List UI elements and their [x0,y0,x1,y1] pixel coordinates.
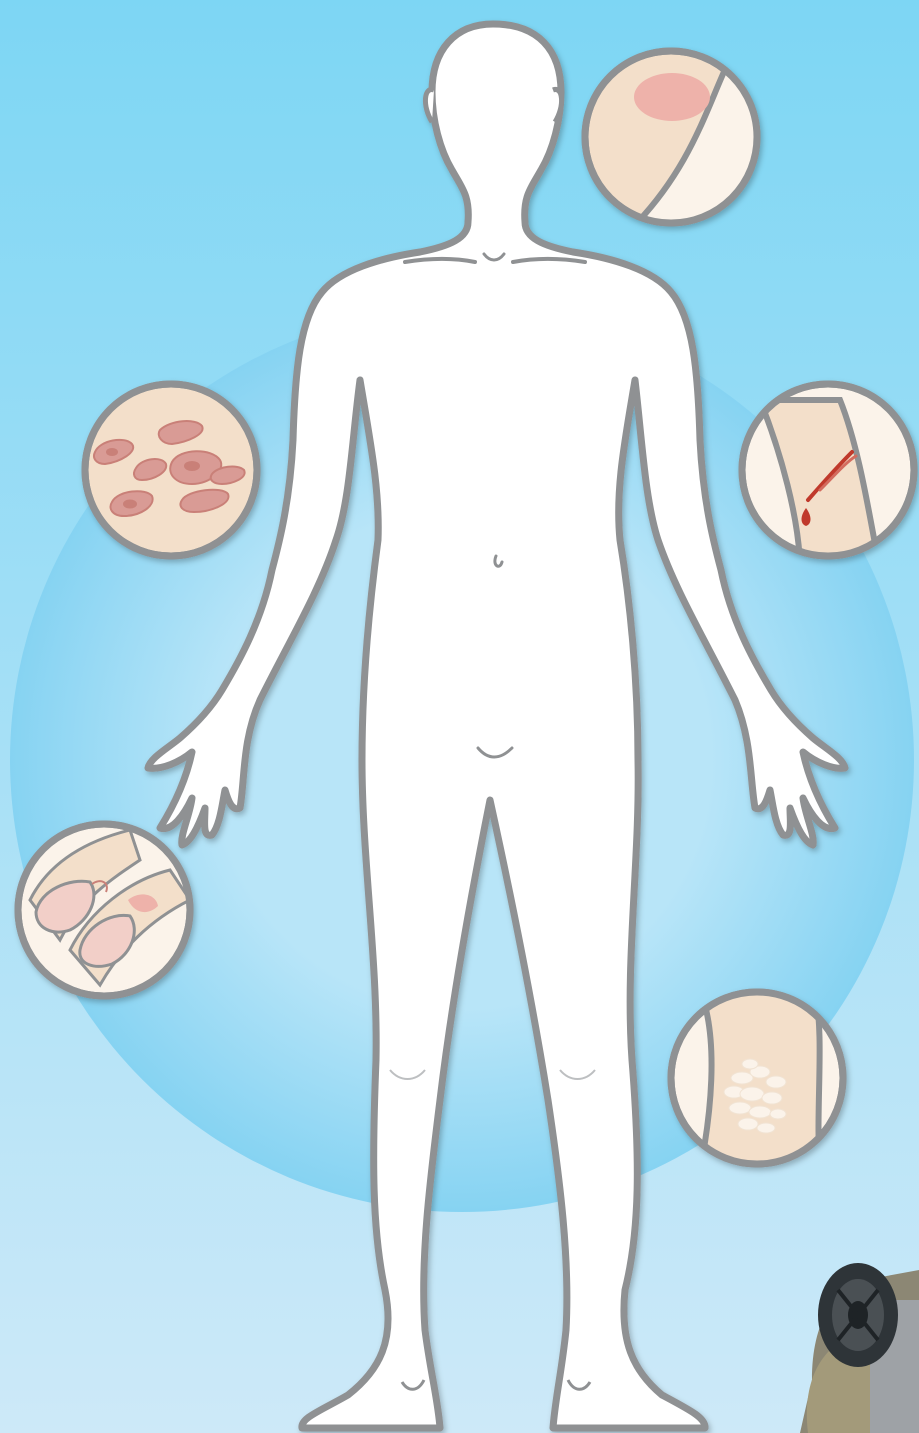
callout-leg [671,990,843,1170]
skin-scales-icon [700,990,820,1170]
callout-nails [18,824,190,996]
callout-trunk [85,384,257,556]
